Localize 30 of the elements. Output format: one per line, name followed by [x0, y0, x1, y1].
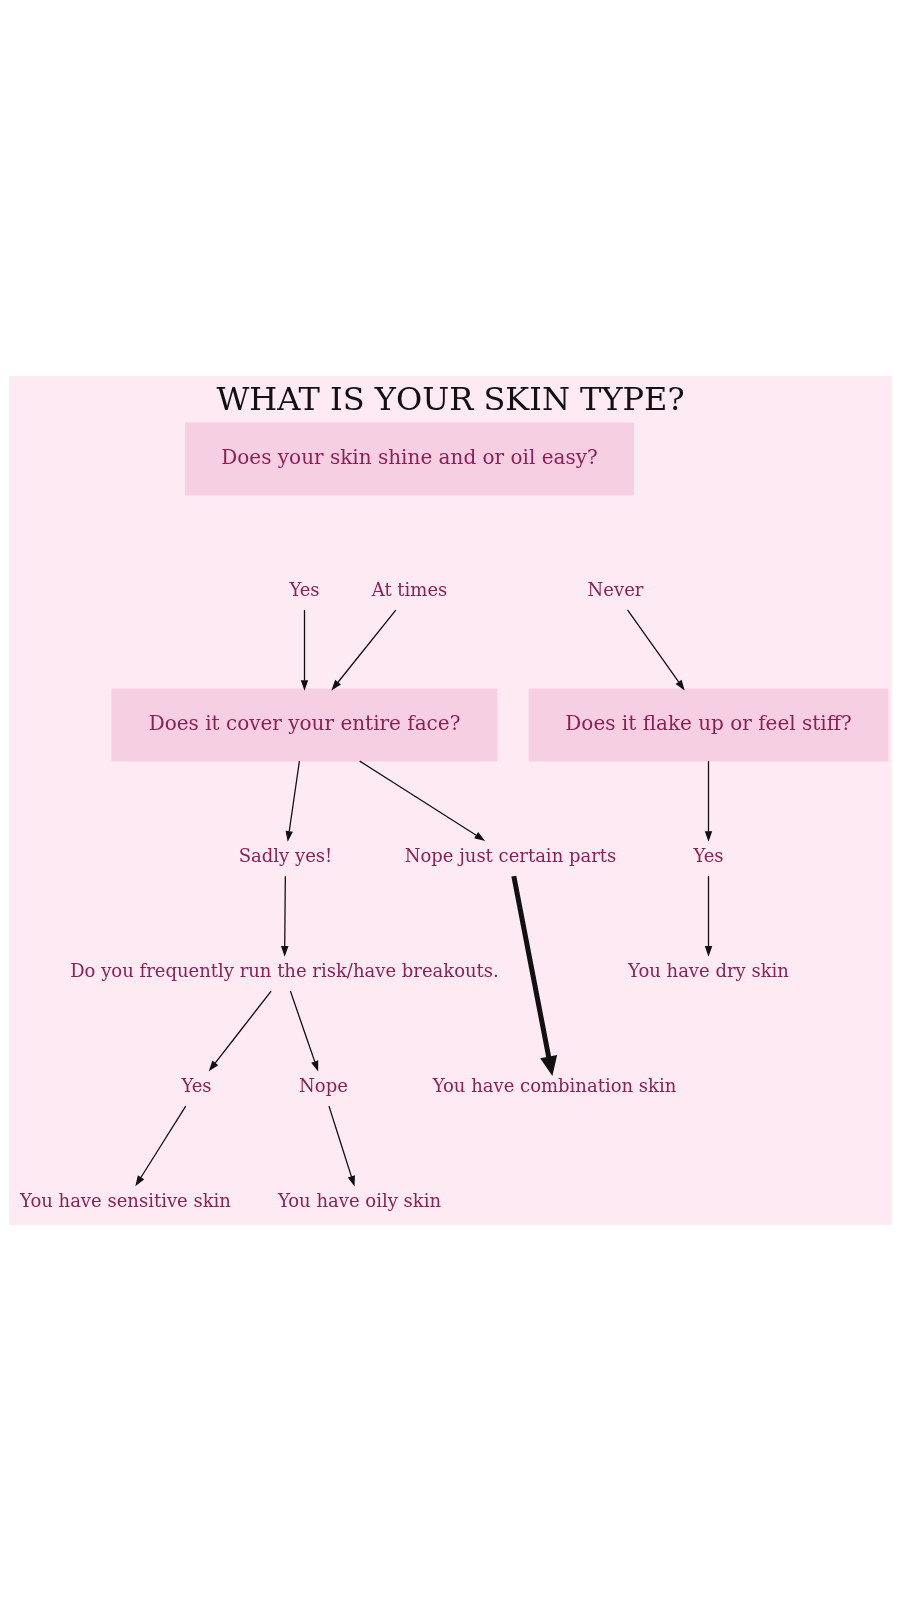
arrow: [327, 1105, 355, 1187]
node-box: Does it flake up or feel stiff?: [528, 688, 888, 761]
node-text: Do you frequently run the risk/have breakouts.: [69, 959, 499, 981]
node-text: You have combination skin: [432, 1074, 676, 1096]
node-text: At times: [371, 578, 447, 600]
arrow: [510, 875, 557, 1076]
arrow: [330, 609, 396, 690]
node-box: Does your skin shine and or oil easy?: [184, 422, 634, 495]
node-text: Yes: [288, 578, 320, 600]
arrow: [134, 1105, 186, 1186]
node-text: You have sensitive skin: [19, 1189, 231, 1211]
arrow: [285, 759, 300, 842]
arrow: [280, 875, 288, 957]
node-text: Never: [587, 578, 643, 600]
arrow: [704, 759, 712, 842]
node-text: Yes: [180, 1074, 212, 1096]
node-text: Nope just certain parts: [404, 844, 616, 866]
node-text: You have dry skin: [627, 959, 789, 981]
diagram-title: WHAT IS YOUR SKIN TYPE?: [215, 379, 685, 418]
node-text: You have oily skin: [277, 1189, 441, 1211]
arrow: [626, 609, 685, 690]
node-box: Does it cover your entire face?: [111, 688, 497, 761]
node-text: Nope: [298, 1074, 348, 1096]
arrow: [300, 609, 308, 691]
arrow: [289, 990, 318, 1072]
node-text: Sadly yes!: [238, 844, 332, 866]
arrow: [358, 759, 485, 841]
arrow: [208, 990, 272, 1071]
node-text: Yes: [692, 844, 724, 866]
arrow: [704, 875, 712, 957]
